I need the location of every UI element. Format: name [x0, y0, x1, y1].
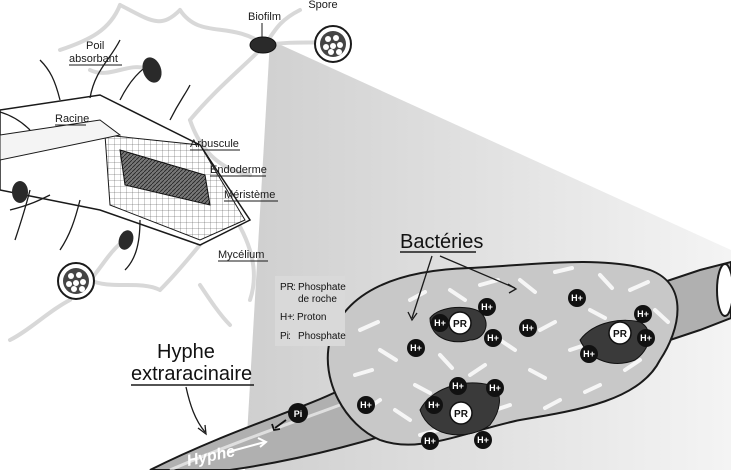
svg-text:H+: H+ — [489, 383, 501, 393]
proton-marker: H+ — [634, 305, 652, 323]
legend-sep-pi: : — [288, 331, 291, 342]
svg-text:Pi: Pi — [294, 409, 303, 419]
proton-marker: H+ — [486, 379, 504, 397]
svg-text:H+: H+ — [428, 400, 440, 410]
label-hyphe-2: extraracinaire — [131, 363, 252, 385]
legend: PR : Phosphate de roche H+ : Proton Pi :… — [275, 276, 346, 346]
svg-text:H+: H+ — [452, 381, 464, 391]
svg-text:H+: H+ — [424, 436, 436, 446]
proton-marker: H+ — [484, 329, 502, 347]
svg-text:H+: H+ — [434, 318, 446, 328]
label-poil-1: Poil — [86, 40, 104, 52]
hyphe-arrow — [186, 387, 206, 434]
label-spore: Spore — [308, 0, 337, 11]
proton-marker: H+ — [421, 432, 439, 450]
svg-text:H+: H+ — [477, 435, 489, 445]
proton-marker: H+ — [357, 396, 375, 414]
svg-text:H+: H+ — [571, 293, 583, 303]
label-racine: Racine — [55, 113, 89, 125]
label-arbuscule: Arbuscule — [190, 138, 239, 150]
legend-text-pr-1: Phosphate — [298, 282, 346, 293]
proton-marker: H+ — [407, 339, 425, 357]
svg-text:H+: H+ — [583, 349, 595, 359]
proton-marker: H+ — [637, 329, 655, 347]
proton-marker: H+ — [568, 289, 586, 307]
svg-text:H+: H+ — [487, 333, 499, 343]
legend-sep-pr: : — [293, 282, 296, 293]
proton-marker: H+ — [431, 314, 449, 332]
spore-left — [58, 263, 94, 299]
svg-text:H+: H+ — [522, 323, 534, 333]
pr-label-2: PR — [613, 329, 628, 340]
legend-text-h: Proton — [297, 312, 326, 323]
pr-label-3: PR — [454, 409, 469, 420]
svg-text:H+: H+ — [360, 400, 372, 410]
svg-text:H+: H+ — [640, 333, 652, 343]
proton-marker: H+ — [519, 319, 537, 337]
label-bacteries: Bactéries — [400, 231, 483, 253]
proton-marker: H+ — [474, 431, 492, 449]
biofilm-blob — [250, 37, 276, 53]
spore-top — [315, 26, 351, 62]
label-mycelium: Mycélium — [218, 249, 264, 261]
svg-text:H+: H+ — [481, 302, 493, 312]
legend-text-pr-2: de roche — [298, 294, 337, 305]
label-hyphe-1: Hyphe — [157, 341, 215, 363]
proton-marker: H+ — [478, 298, 496, 316]
label-meristeme: Méristème — [224, 189, 275, 201]
legend-text-pi: Phosphate — [298, 331, 346, 342]
legend-abbr-pr: PR — [280, 282, 294, 293]
label-endoderme: Endoderme — [210, 164, 267, 176]
svg-text:H+: H+ — [637, 309, 649, 319]
pr-label-1: PR — [453, 319, 468, 330]
legend-sep-h: : — [292, 312, 295, 323]
svg-text:H+: H+ — [410, 343, 422, 353]
proton-marker: H+ — [580, 345, 598, 363]
label-biofilm: Biofilm — [248, 11, 281, 23]
label-poil-2: absorbant — [69, 53, 118, 65]
proton-marker: H+ — [449, 377, 467, 395]
proton-marker: H+ — [425, 396, 443, 414]
